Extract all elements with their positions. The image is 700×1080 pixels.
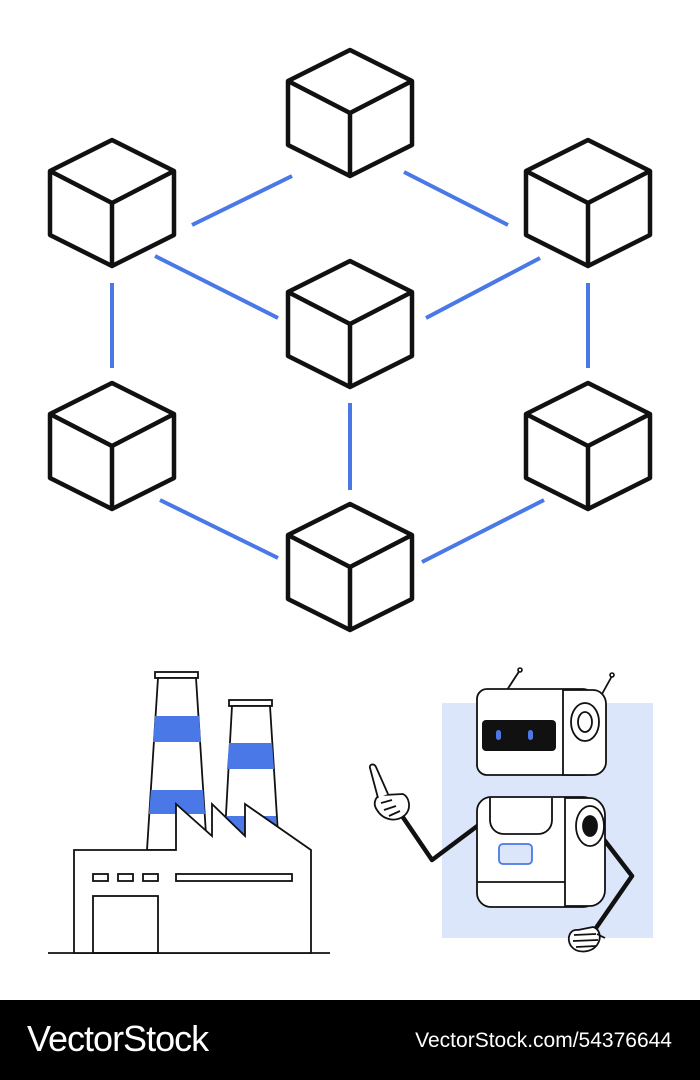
connector bbox=[154, 254, 279, 320]
chimney-right-stripe bbox=[227, 743, 274, 769]
robot-antenna bbox=[506, 669, 521, 691]
chimney-left-stripe bbox=[153, 716, 201, 742]
factory-door bbox=[92, 895, 159, 954]
chimney-left-stripe bbox=[149, 790, 205, 814]
factory-window bbox=[92, 873, 109, 882]
footer-bar: VectorStock VectorStock.com/54376644 bbox=[0, 1000, 700, 1080]
robot-eye bbox=[496, 730, 501, 740]
factory-window bbox=[117, 873, 134, 882]
connector bbox=[421, 498, 545, 564]
brand-logo: VectorStock bbox=[27, 1018, 209, 1059]
factory-window-long bbox=[175, 873, 293, 882]
cube-center bbox=[288, 261, 412, 387]
cube-lower-right bbox=[526, 383, 650, 509]
robot-hand-right bbox=[567, 926, 606, 953]
cube-upper-left bbox=[50, 140, 174, 266]
factory-window bbox=[142, 873, 159, 882]
robot-screen bbox=[498, 843, 533, 865]
illustration bbox=[0, 0, 653, 954]
robot-hand-left bbox=[368, 763, 410, 821]
factory-body bbox=[73, 801, 312, 954]
cube-lower-left bbox=[50, 383, 174, 509]
robot-body bbox=[476, 796, 606, 908]
connector bbox=[403, 170, 509, 227]
image-id-label: VectorStock.com/54376644 bbox=[415, 1029, 672, 1052]
robot-eye bbox=[528, 730, 533, 740]
robot-visor bbox=[482, 720, 556, 751]
connector bbox=[159, 498, 279, 560]
network-connectors bbox=[110, 170, 590, 564]
robot-illustration bbox=[368, 667, 653, 953]
factory-illustration bbox=[48, 671, 330, 954]
connector bbox=[425, 256, 541, 320]
connector bbox=[191, 174, 293, 227]
cube-top bbox=[288, 50, 412, 176]
cube-bottom bbox=[288, 504, 412, 630]
robot-arm-left bbox=[395, 807, 491, 863]
cube-upper-right bbox=[526, 140, 650, 266]
